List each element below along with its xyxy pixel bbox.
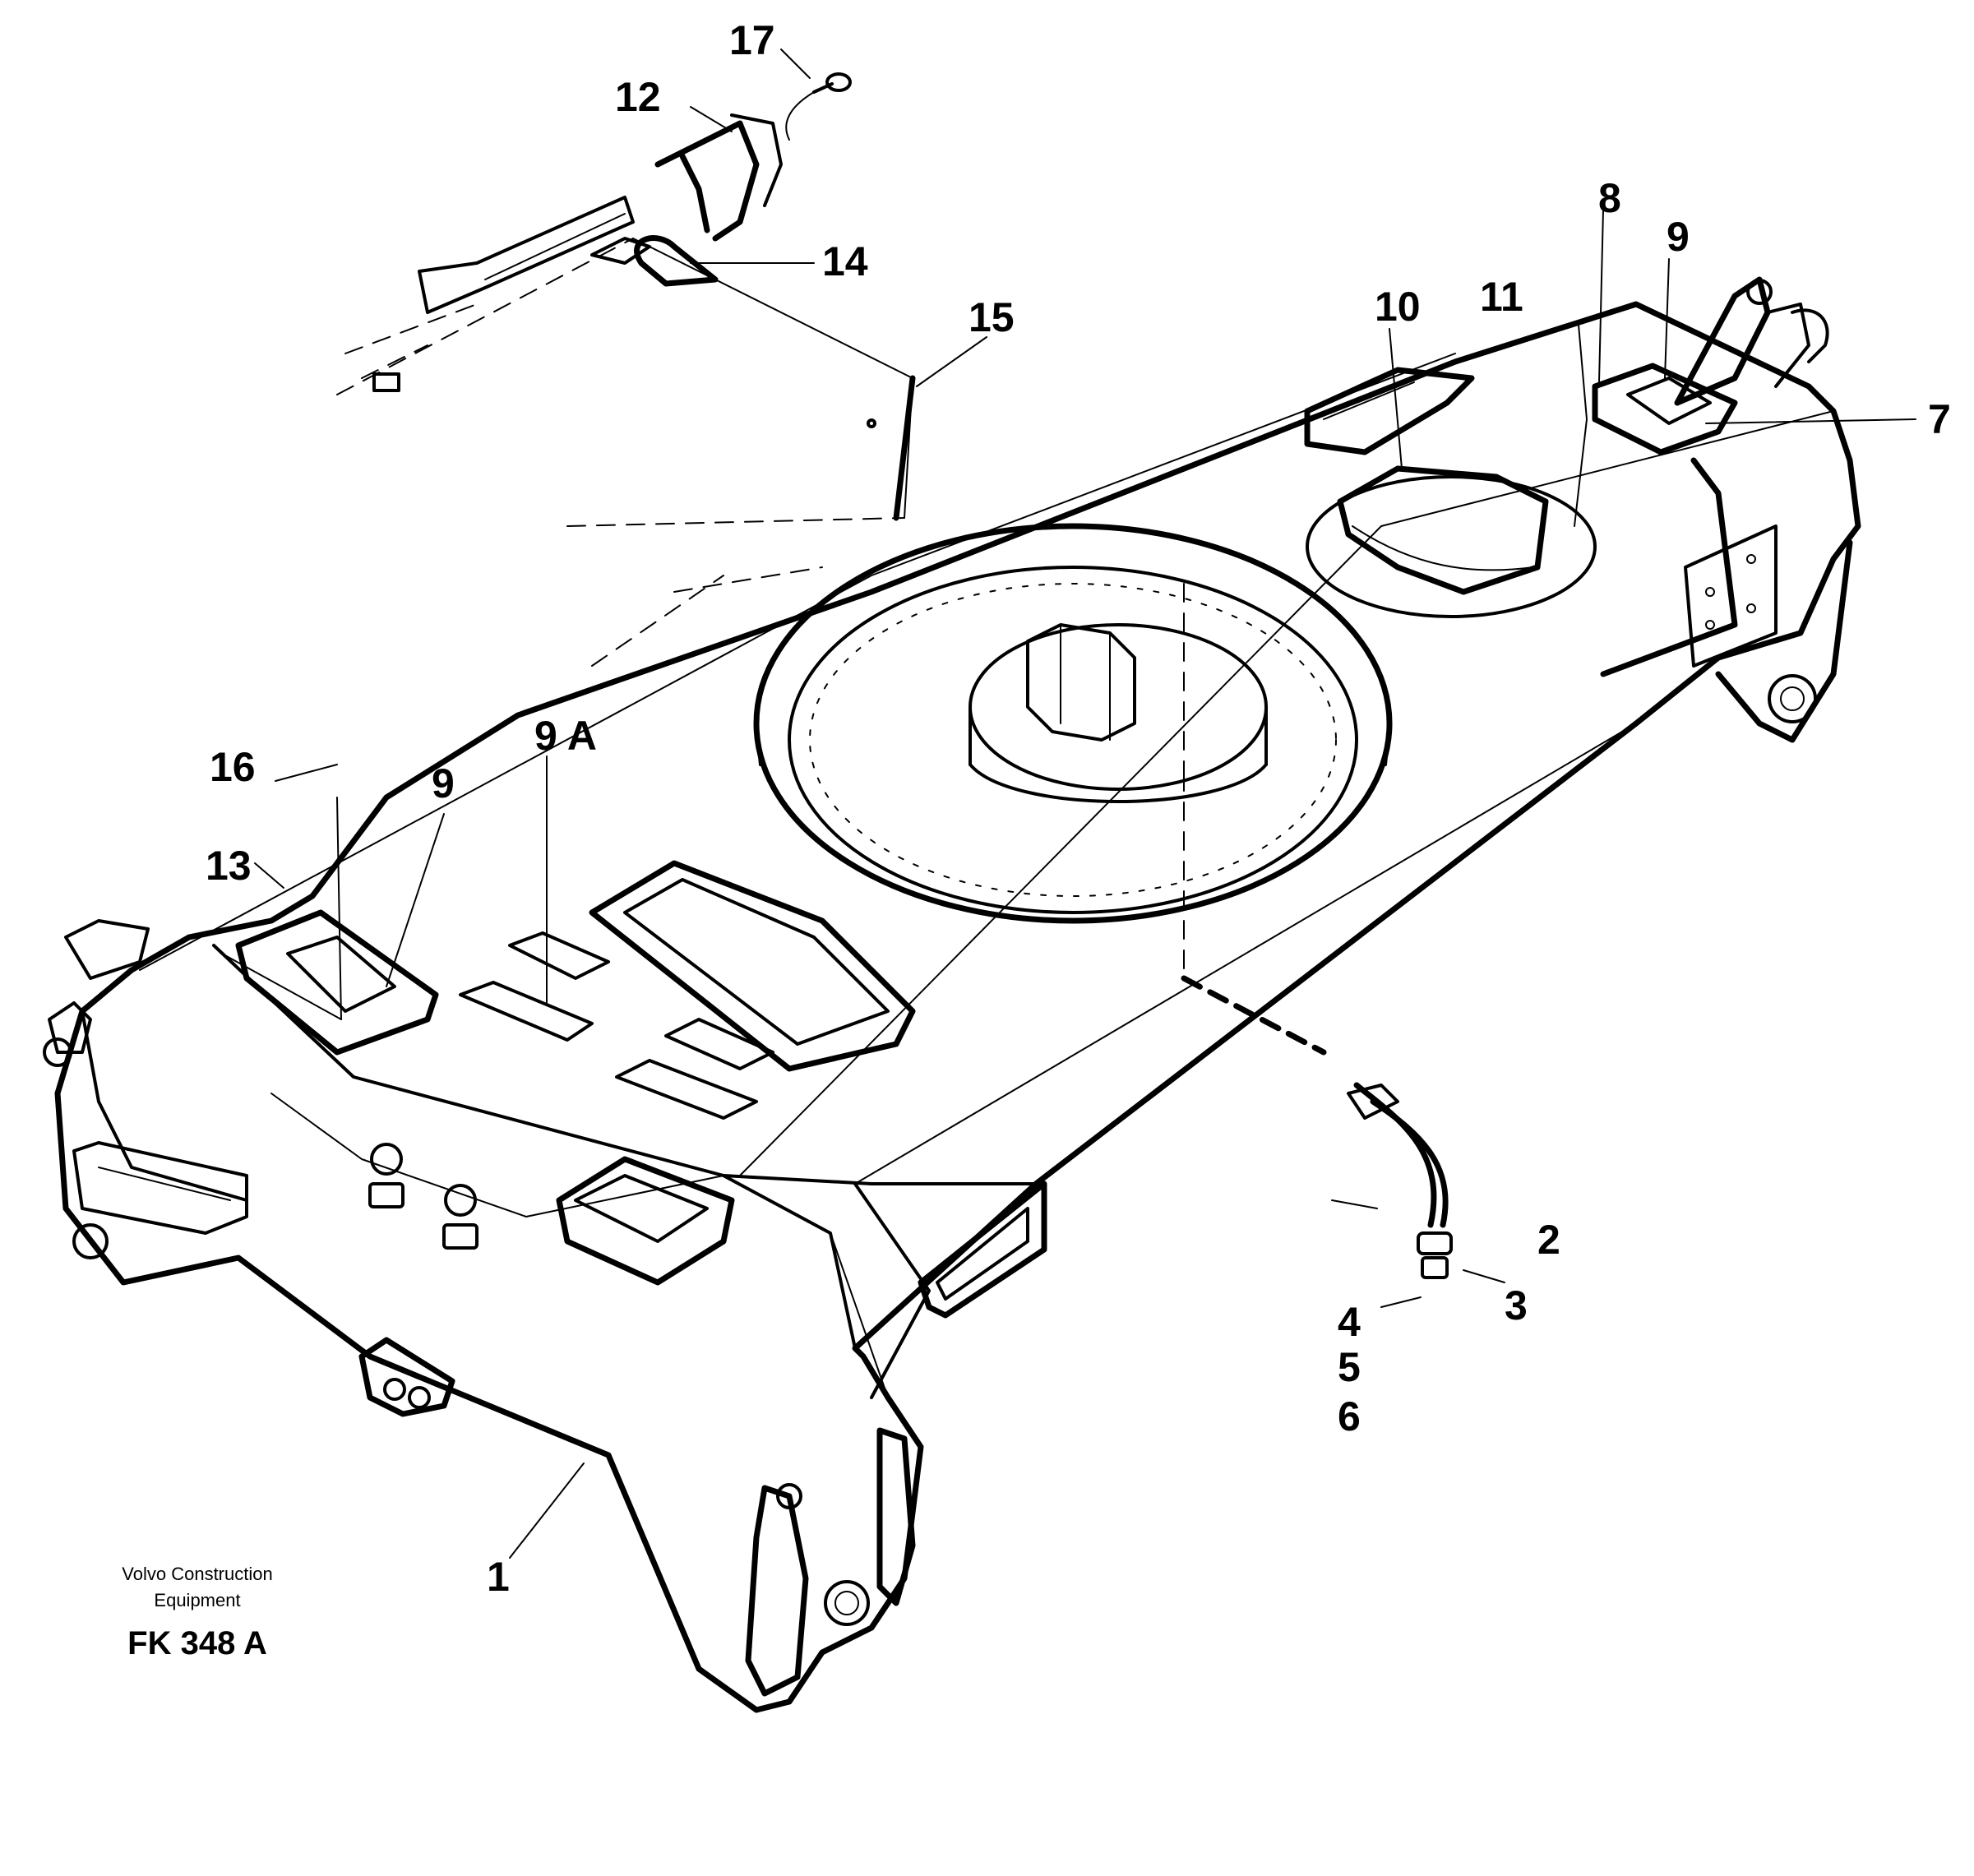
callout-6: 6 xyxy=(1338,1393,1361,1439)
publisher-line-2: Equipment xyxy=(154,1590,240,1610)
callout-5: 5 xyxy=(1338,1344,1361,1390)
callout-7: 7 xyxy=(1928,396,1951,442)
slewing-ring xyxy=(753,523,1393,924)
callout-4: 4 xyxy=(1338,1299,1361,1345)
callout-17: 15 xyxy=(969,294,1015,340)
callout-labels: 17 12 14 15 8 9 10 11 7 9 A 16 9 13 2 3 … xyxy=(206,17,1951,1600)
callout-14: 12 xyxy=(615,74,661,120)
callout-2: 2 xyxy=(1537,1217,1560,1263)
cover-plates xyxy=(235,363,1738,1120)
callout-3: 3 xyxy=(1505,1282,1528,1328)
caption-block: Volvo Construction Equipment FK 348 A xyxy=(122,1564,272,1661)
leader-lines xyxy=(221,49,1916,1559)
publisher-line-1: Volvo Construction xyxy=(122,1564,272,1584)
callout-8: 8 xyxy=(1598,175,1621,221)
callout-1: 1 xyxy=(487,1554,510,1600)
callout-9-left: 9 xyxy=(432,760,455,806)
callout-12: 13 xyxy=(206,843,252,889)
callout-13: 16 xyxy=(210,744,256,790)
callout-16: 14 xyxy=(822,238,868,284)
figure-code: FK 348 A xyxy=(127,1625,267,1661)
callout-9A: 9 A xyxy=(534,713,597,759)
grease-line-assembly xyxy=(1181,583,1453,1279)
callout-11: 11 xyxy=(1480,274,1523,320)
counterweight-box xyxy=(336,72,916,667)
callout-15: 17 xyxy=(729,17,775,63)
callout-10: 10 xyxy=(1375,284,1421,330)
callout-9-right: 9 xyxy=(1667,214,1690,260)
undercarriage-frame xyxy=(43,276,1861,1713)
